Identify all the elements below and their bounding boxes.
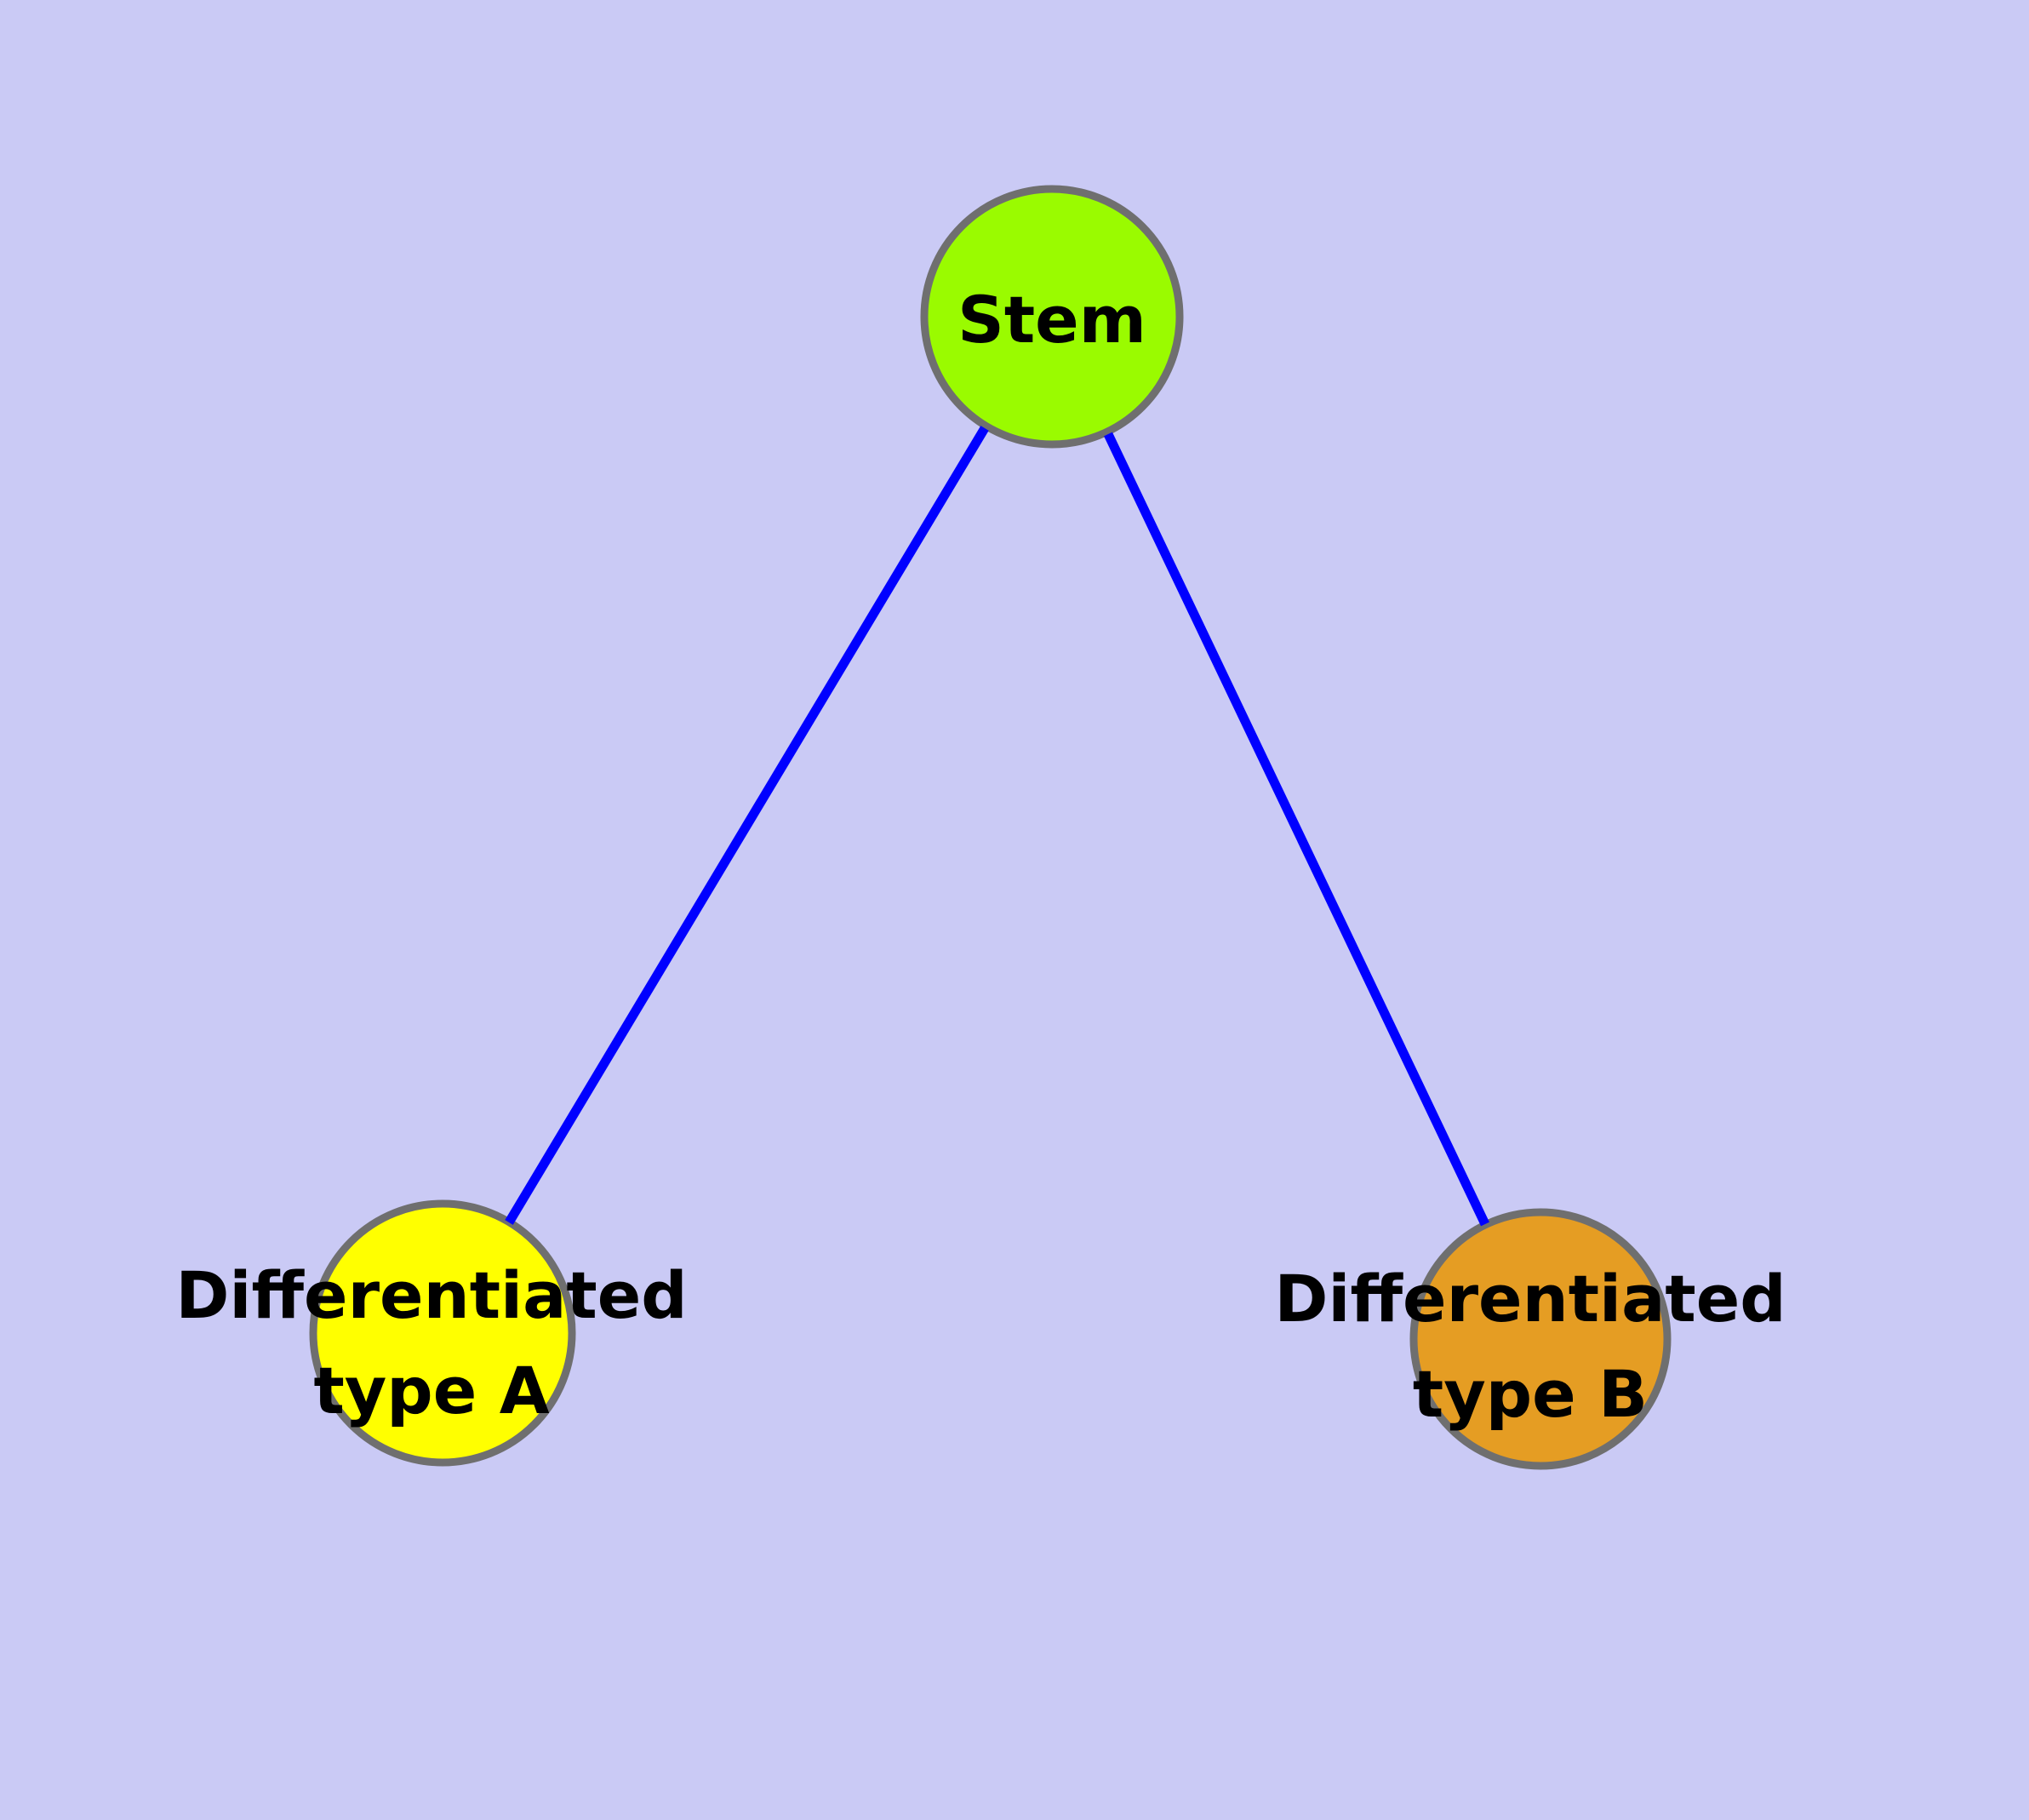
node-label-differentiated-type-a-line1: Differentiated [175, 1257, 687, 1333]
edge-stem-to-differentiated-type-a [505, 426, 989, 1225]
edge-stem-to-differentiated-type-b [1104, 432, 1489, 1227]
node-label-differentiated-type-b-line1: Differentiated [1274, 1261, 1786, 1336]
node-label-differentiated-type-b-line2: type B [1413, 1356, 1648, 1432]
node-differentiated-type-a [309, 1199, 576, 1467]
node-label-stem-line1: Stem [957, 282, 1146, 358]
node-layer [309, 185, 1672, 1470]
node-stem [920, 185, 1184, 449]
node-label-differentiated-type-a-line2: type A [313, 1353, 549, 1428]
edge-layer [505, 426, 1489, 1227]
node-differentiated-type-b [1409, 1208, 1672, 1470]
